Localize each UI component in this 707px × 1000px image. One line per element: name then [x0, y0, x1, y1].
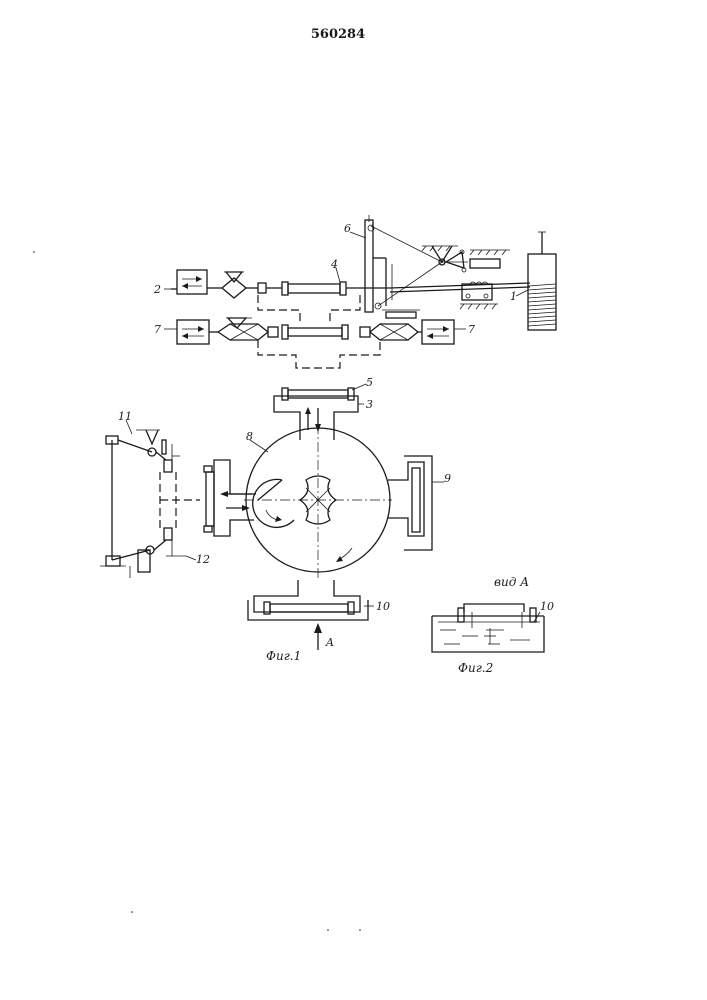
caption-fig1: Фиг.1 — [266, 649, 301, 663]
phantom-holder-positions — [258, 295, 380, 368]
label-arrow-a: A — [325, 636, 334, 649]
caption-fig2: Фиг.2 — [458, 661, 493, 675]
caption-view-a: вид А — [494, 575, 529, 589]
scan-specks — [33, 251, 361, 931]
label-12: 12 — [196, 553, 210, 566]
figure-2-view-a — [432, 604, 544, 652]
label-5: 5 — [366, 376, 373, 389]
label-3: 3 — [366, 398, 373, 411]
left-feeder-assembly — [100, 430, 200, 578]
label-9: 9 — [444, 472, 451, 485]
cylinder-7-right — [422, 320, 454, 344]
coil-lines — [528, 284, 556, 326]
label-11: 11 — [118, 410, 132, 423]
label-6: 6 — [344, 222, 351, 235]
label-8: 8 — [246, 430, 253, 443]
label-10-fig2: 10 — [540, 600, 554, 613]
leader-lines — [126, 232, 540, 622]
label-7-right: 7 — [468, 323, 475, 336]
upper-drive-assembly — [171, 215, 556, 330]
label-2: 2 — [153, 283, 161, 296]
carriage-6 — [365, 220, 373, 312]
label-10: 10 — [376, 600, 390, 613]
label-1: 1 — [510, 290, 517, 303]
cylinder-7-left — [177, 320, 209, 344]
patent-number: 560284 — [311, 27, 365, 42]
rotary-table — [204, 388, 432, 650]
second-drive-assembly — [177, 310, 454, 344]
label-7-left: 7 — [154, 323, 161, 336]
label-4: 4 — [330, 258, 338, 271]
drive-cylinder-2 — [177, 270, 207, 294]
